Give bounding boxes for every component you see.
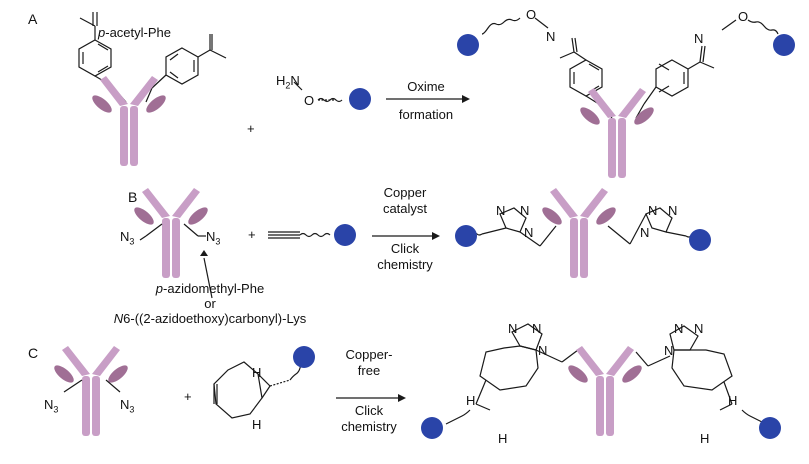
triazole-c-n2: N: [532, 321, 542, 336]
triazole-c-n6: N: [694, 321, 704, 336]
triazole-c-n4: N: [664, 343, 674, 358]
section-c-letter: C: [28, 345, 39, 361]
payload-c: [293, 346, 315, 368]
section-b-letter: B: [128, 189, 138, 205]
oxime-o-left: O: [526, 7, 537, 22]
section-a-letter: A: [28, 11, 38, 27]
payload-a-right: [773, 34, 795, 56]
arrow-a-bottom: formation: [398, 107, 454, 122]
note-b-line3: N6-((2-azidoethoxy)carbonyl)-Lys: [113, 311, 307, 326]
arrow-c-line4: chemistry: [341, 419, 397, 434]
alkyne-b: [268, 231, 331, 239]
azide-c-right: N3: [120, 397, 135, 415]
h-c-prod-right-bottom: H: [700, 431, 710, 446]
payload-b: [334, 224, 356, 246]
arrow-b-line4: chemistry: [377, 257, 433, 272]
note-b-line2: or: [204, 296, 216, 311]
plus-a: +: [247, 121, 255, 136]
arrow-b-line2: catalyst: [382, 201, 428, 216]
payload-b-right: [689, 229, 711, 251]
amine-o: O: [304, 93, 315, 108]
arrow-note-b: [200, 250, 208, 256]
payload-c-left: [421, 417, 443, 439]
payload-a-left: [457, 34, 479, 56]
antibody-c-product: [565, 346, 645, 436]
triazole-c-n1: N: [508, 321, 518, 336]
azide-b-left: N3: [120, 229, 135, 247]
section-a-reactant: [78, 12, 227, 103]
azide-b-right: N3: [206, 229, 221, 247]
oxime-n-left: N: [546, 29, 556, 44]
h-c-prod-right-top: H: [728, 393, 738, 408]
triazole-b-n4: N: [640, 225, 650, 240]
triazole-b-n6: N: [668, 203, 678, 218]
arrow-c-line2: free: [357, 363, 381, 378]
reagent-a-name: p-acetyl-Phe: [98, 25, 171, 40]
triazole-b-n5: N: [648, 203, 658, 218]
h-c-prod-left-top: H: [466, 393, 476, 408]
arrow-c-line1: Copper-: [345, 347, 393, 362]
h-c-prod-left-bottom: H: [498, 431, 508, 446]
section-c-reactant-bonds: [63, 361, 305, 419]
h-c-bottom: H: [252, 417, 262, 432]
section-c-product-bonds: [445, 323, 767, 425]
payload-c-right: [759, 417, 781, 439]
section-b-reactant-bonds: [139, 223, 213, 299]
antibody-a-product: [577, 88, 657, 178]
antibody-b-product: [539, 188, 619, 278]
triazole-b-n3: N: [524, 225, 534, 240]
triazole-b-n1: N: [496, 203, 506, 218]
hydroxylamine-bonds: [293, 81, 343, 103]
antibody-b-reactant: [131, 188, 211, 278]
payload-a: [349, 88, 371, 110]
amine-h2n: H2N: [276, 73, 300, 91]
note-b-line1: p-azidomethyl-Phe: [155, 281, 265, 296]
oxime-o-right: O: [738, 9, 749, 24]
antibody-a-left: [89, 76, 169, 166]
arrow-b-line3: Click: [390, 241, 420, 256]
triazole-b-n2: N: [520, 203, 530, 218]
triazole-c-n5: N: [674, 321, 684, 336]
triazole-c-n3: N: [538, 343, 548, 358]
plus-b: +: [248, 227, 256, 242]
arrow-b-line1: Copper: [383, 185, 427, 200]
arrow-c-line3: Click: [354, 403, 384, 418]
arrow-a-top: Oxime: [407, 79, 445, 94]
plus-c: +: [184, 389, 192, 404]
oxime-n-right: N: [694, 31, 704, 46]
azide-c-left: N3: [44, 397, 59, 415]
payload-b-left: [455, 225, 477, 247]
h-c-top: H: [252, 365, 262, 380]
